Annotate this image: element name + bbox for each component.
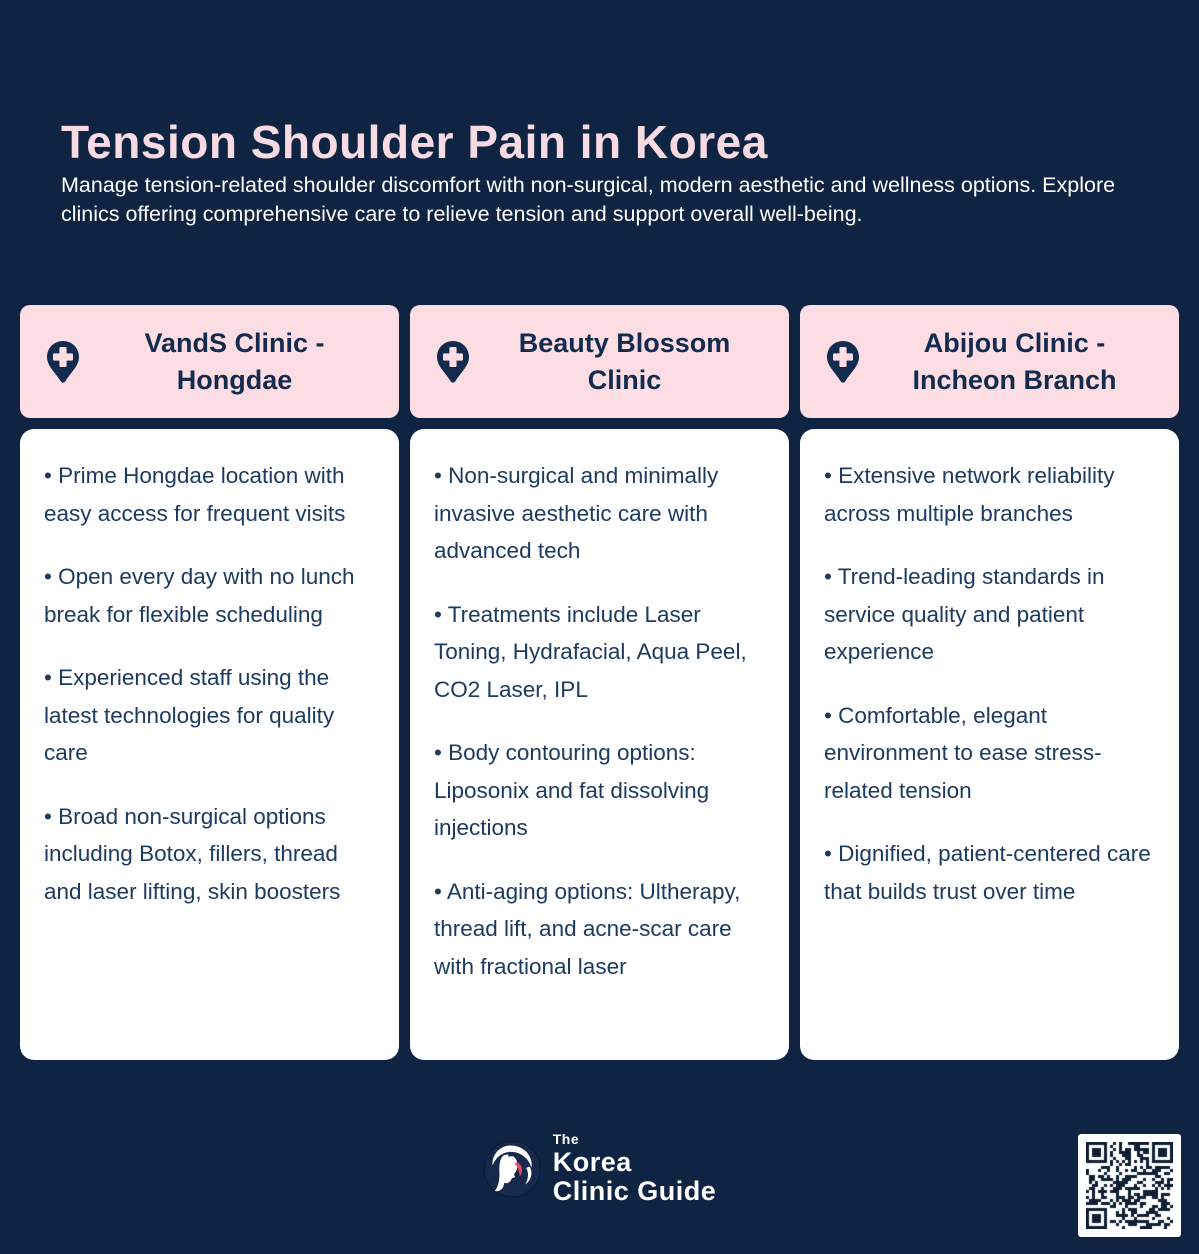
clinic-header-abijou: Abijou Clinic - Incheon Branch: [800, 305, 1179, 418]
clinic-name: Abijou Clinic - Incheon Branch: [912, 327, 1117, 395]
clinic-body-row: • Prime Hongdae location with easy acces…: [20, 429, 1179, 1060]
page-subtitle: Manage tension-related shoulder discomfo…: [61, 172, 1116, 226]
clinic-card-abijou: • Extensive network reliability across m…: [800, 429, 1179, 1060]
page-title: Tension Shoulder Pain in Korea: [61, 115, 768, 168]
clinic-header-beauty-blossom: Beauty Blossom Clinic: [410, 305, 789, 418]
clinic-header-row: VandS Clinic - Hongdae Beauty Blossom Cl…: [20, 305, 1179, 418]
clinic-name: Beauty Blossom Clinic: [518, 327, 731, 395]
bullet-item: • Treatments include Laser Toning, Hydra…: [434, 601, 747, 702]
bullet-item: • Experienced staff using the latest tec…: [44, 665, 335, 765]
clinic-name: VandS Clinic - Hongdae: [144, 327, 325, 395]
bullet-item: • Comfortable, elegant environment to ea…: [824, 702, 1102, 803]
clinic-card-beauty-blossom: • Non-surgical and minimally invasive ae…: [410, 429, 789, 1060]
qr-code: [1078, 1134, 1181, 1237]
logo-line-korea: Korea: [552, 1147, 632, 1177]
location-pin-plus-icon: [437, 340, 469, 383]
woman-face-logo-icon: [483, 1140, 541, 1197]
location-pin-plus-icon: [827, 340, 859, 383]
bullet-item: • Body contouring options: Liposonix and…: [434, 740, 710, 840]
clinic-card-vands: • Prime Hongdae location with easy acces…: [20, 429, 399, 1060]
bullet-item: • Prime Hongdae location with easy acces…: [44, 463, 346, 526]
bullet-item: • Anti-aging options: Ultherapy, thread …: [434, 878, 741, 979]
location-pin-plus-icon: [47, 340, 79, 383]
logo-line-clinic-guide: Clinic Guide: [552, 1176, 717, 1206]
bullet-item: • Open every day with no lunch break for…: [44, 564, 355, 627]
logo-line-the: The: [552, 1131, 580, 1147]
bullet-item: • Non-surgical and minimally invasive ae…: [434, 463, 719, 563]
qr-code-canvas: [1086, 1142, 1173, 1229]
bullet-item: • Trend-leading standards in service qua…: [824, 564, 1105, 664]
bullet-item: • Extensive network reliability across m…: [824, 463, 1115, 526]
clinic-header-vands: VandS Clinic - Hongdae: [20, 305, 399, 418]
bullet-item: • Dignified, patient-centered care that …: [824, 841, 1151, 904]
bullet-item: • Broad non-surgical options including B…: [44, 803, 341, 904]
logo-text: The Korea Clinic Guide: [553, 1132, 717, 1205]
korea-clinic-guide-logo: The Korea Clinic Guide: [483, 1132, 717, 1205]
